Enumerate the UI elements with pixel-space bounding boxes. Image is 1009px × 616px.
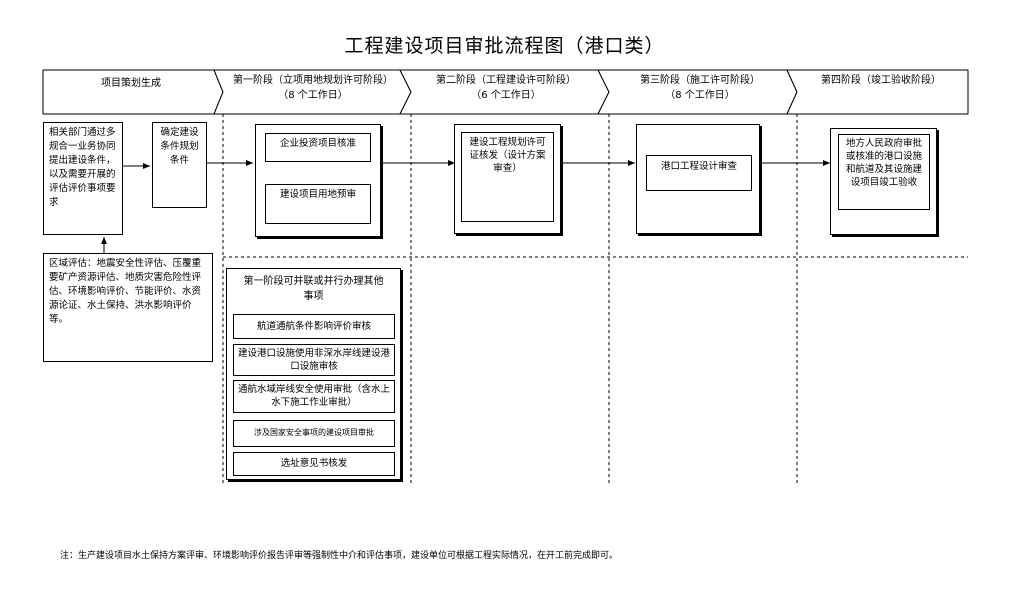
stage2-item-permit-text: 建设工程规划许可证核发（设计方案审查） [469,137,546,174]
stage-3-title: 第三阶段（施工许可阶段） [640,75,760,86]
stage4-item-acceptance: 地方人民政府审批或核准的港口设施和航道及其设施建设项目竣工验收 [838,134,930,210]
conditions-text: 确定建设条件规划条件 [160,127,199,166]
stage1-group: 企业投资项目核准 建设项目用地预审 [255,124,381,237]
stage-header-shapes [42,69,969,115]
stage1-item-land-text: 建设项目用地预审 [279,189,356,200]
regional-eval-box: 区域评估：地震安全性评估、压覆重要矿产资源评估、地质灾害危险性评估、环境影响评价… [43,253,213,362]
stage3-group: 港口工程设计审查 [636,124,760,234]
parallel-item-navigation-text: 航道通航条件影响评价审核 [256,321,371,332]
coordination-box: 相关部门通过多规合一业务协同提出建设条件，以及需要开展的评估评价事项要求 [43,122,123,235]
stage1-item-approval: 企业投资项目核准 [265,133,371,162]
stage3-item-design-text: 港口工程设计审查 [660,161,737,172]
stage-label-2: 第二阶段（工程建设许可阶段） （6 个工作日） [411,73,601,103]
parallel-item-security-text: 涉及国家安全事项的建设项目审批 [254,428,374,437]
parallel-title: 第一阶段可并联或并行办理其他事项 [243,276,384,302]
parallel-item-waters-text: 通航水域岸线安全使用审批（含水上水下施工作业审批） [237,384,390,408]
parallel-item-navigation: 航道通航条件影响评价审核 [233,314,395,339]
stage-1-days: （8 个工作日） [278,90,348,101]
stage-3-days: （8 个工作日） [665,90,735,101]
stage-4-shape [786,69,969,115]
stage4-group: 地方人民政府审批或核准的港口设施和航道及其设施建设项目竣工验收 [830,128,937,235]
stage-label-3: 第三阶段（施工许可阶段） （8 个工作日） [609,73,791,103]
coordination-text: 相关部门通过多规合一业务协同提出建设条件，以及需要开展的评估评价事项要求 [49,127,116,208]
parallel-item-waters: 通航水域岸线安全使用审批（含水上水下施工作业审批） [233,380,395,413]
parallel-item-shoreline-text: 建设港口设施使用非深水岸线建设港口设施审核 [237,348,390,372]
parallel-item-site: 选址意见书核发 [233,452,395,476]
stage-2-title: 第二阶段（工程建设许可阶段） [436,75,576,86]
footnote: 注：生产建设项目水土保持方案评审、环境影响评价报告评审等强制性中介和评估事项，建… [60,551,619,561]
page-title: 工程建设项目审批流程图（港口类） [344,35,665,57]
stage3-item-design: 港口工程设计审查 [646,155,752,191]
stage1-item-approval-text: 企业投资项目核准 [279,138,356,149]
stage1-item-land: 建设项目用地预审 [265,184,371,224]
parallel-item-security: 涉及国家安全事项的建设项目审批 [233,420,395,447]
parallel-group: 第一阶段可并联或并行办理其他事项 航道通航条件影响评价审核 建设港口设施使用非深… [226,268,401,480]
stage-label-1: 第一阶段（立项用地规划许可阶段） （8 个工作日） [223,73,403,103]
stage-label-planning: 项目策划生成 [43,76,219,91]
parallel-item-site-text: 选址意见书核发 [280,458,348,469]
stage-1-title: 第一阶段（立项用地规划许可阶段） [233,75,393,86]
stage4-item-acceptance-text: 地方人民政府审批或核准的港口设施和航道及其设施建设项目竣工验收 [845,138,922,188]
conditions-box: 确定建设条件规划条件 [152,122,207,208]
stage-2-days: （6 个工作日） [471,90,541,101]
stage2-group: 建设工程规划许可证核发（设计方案审查） [454,124,561,234]
regional-eval-text: 区域评估：地震安全性评估、压覆重要矿产资源评估、地质灾害危险性评估、环境影响评价… [49,258,202,325]
stage-4-title: 第四阶段（竣工验收阶段） [821,75,941,86]
stage-label-4: 第四阶段（竣工验收阶段） [797,73,965,88]
stage2-item-permit: 建设工程规划许可证核发（设计方案审查） [461,132,554,222]
stage-label-planning-text: 项目策划生成 [101,78,161,89]
stage-separators [222,114,798,485]
parallel-item-shoreline: 建设港口设施使用非深水岸线建设港口设施审核 [233,344,395,376]
